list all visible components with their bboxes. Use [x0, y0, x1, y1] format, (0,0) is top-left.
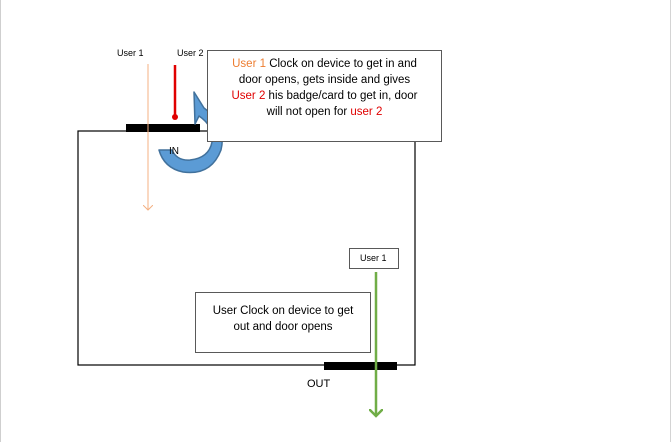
user2-top-label: User 2	[177, 48, 204, 58]
user1-exit-label: User 1	[360, 253, 387, 263]
callout-line1: Clock on device to get in and	[266, 58, 417, 70]
user1-exit-label-box: User 1	[349, 248, 399, 269]
exit-callout-line2: out and door opens	[233, 321, 333, 333]
exit-callout-text: User Clock on device to get out and door…	[196, 303, 370, 335]
user1-top-label: User 1	[117, 48, 144, 58]
entry-door	[126, 124, 200, 132]
callout-line2: door opens, gets inside and gives	[238, 74, 411, 86]
out-label: OUT	[307, 378, 331, 390]
user2-dot	[172, 114, 178, 120]
exit-callout-line1: User Clock on device to get	[212, 305, 354, 317]
exit-callout-box: User Clock on device to get out and door…	[195, 292, 371, 353]
entry-callout-box: User 1 Clock on device to get in and doo…	[207, 50, 442, 142]
callout-user2: User 2	[231, 90, 266, 102]
callout-line4: will not open for	[266, 106, 351, 118]
callout-line3: his badge/card to get in, door	[265, 90, 418, 102]
exit-door	[324, 362, 397, 370]
in-label: IN	[169, 146, 179, 157]
callout-user2-lower: user 2	[350, 106, 383, 118]
callout-user1: User 1	[232, 58, 266, 70]
entry-callout-text: User 1 Clock on device to get in and doo…	[208, 56, 441, 120]
